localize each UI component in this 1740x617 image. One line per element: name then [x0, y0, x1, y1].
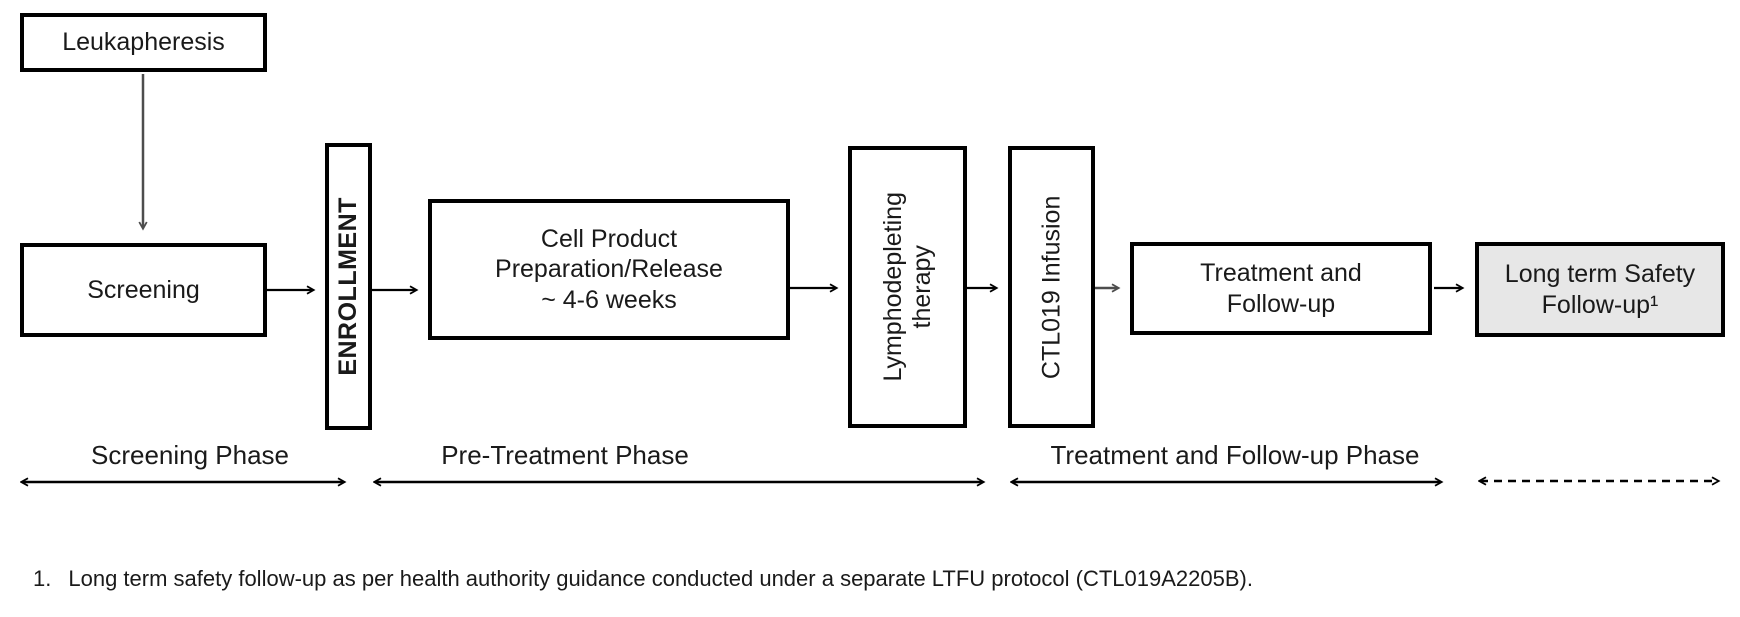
- treatment-phase-label: Treatment and Follow-up Phase: [1050, 440, 1420, 470]
- cell-product-box: Cell Product Preparation/Release ~ 4-6 w…: [428, 199, 790, 340]
- leukapheresis-box: Leukapheresis: [20, 13, 267, 72]
- pre-treatment-phase-label: Pre-Treatment Phase: [441, 440, 689, 470]
- enrollment-box: ENROLLMENT: [325, 143, 372, 430]
- screening-phase-label: Screening Phase: [90, 440, 290, 470]
- footnote: 1. Long term safety follow-up as per hea…: [33, 566, 1253, 592]
- footnote-text: Long term safety follow-up as per health…: [68, 566, 1253, 591]
- screening-box: Screening: [20, 243, 267, 337]
- long-term-safety-followup-box: Long term Safety Follow-up¹: [1475, 242, 1725, 337]
- ctl019-infusion-label: CTL019 Infusion: [1037, 195, 1066, 379]
- lymphodepleting-therapy-label: Lymphodepleting therapy: [878, 192, 936, 382]
- lymphodepleting-therapy-box: Lymphodepleting therapy: [848, 146, 967, 428]
- enrollment-label: ENROLLMENT: [334, 197, 363, 376]
- footnote-number: 1.: [33, 566, 52, 591]
- ctl019-infusion-box: CTL019 Infusion: [1008, 146, 1095, 428]
- treatment-followup-box: Treatment and Follow-up: [1130, 242, 1432, 335]
